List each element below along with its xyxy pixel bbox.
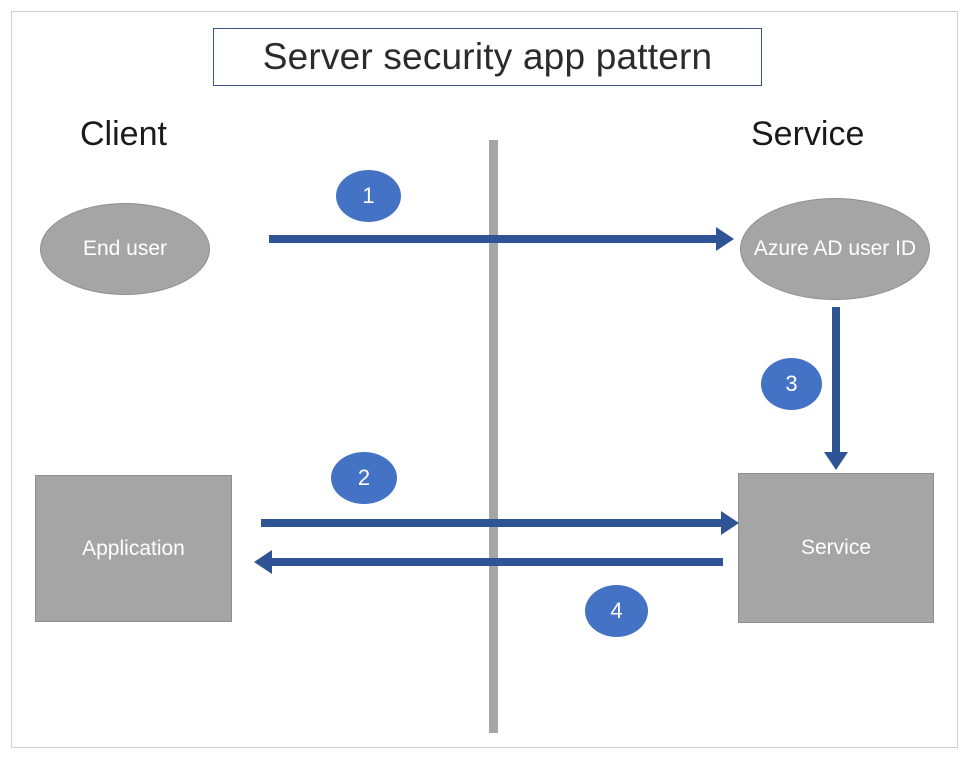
arrow-step-2-right <box>261 511 739 535</box>
arrowhead-right-icon <box>721 511 739 535</box>
arrow-step-3-down <box>824 307 848 470</box>
diagram-title-box: Server security app pattern <box>213 28 762 86</box>
step-badge-2: 2 <box>331 452 397 504</box>
boundary-divider-line <box>489 140 498 733</box>
node-end-user: End user <box>40 203 210 295</box>
node-azure-ad-user-id: Azure AD user ID <box>740 198 930 300</box>
arrowhead-right-icon <box>716 227 734 251</box>
arrowhead-left-icon <box>254 550 272 574</box>
column-heading-client: Client <box>80 115 167 153</box>
node-service: Service <box>738 473 934 623</box>
step-badge-3: 3 <box>761 358 822 410</box>
page-title: Server security app pattern <box>262 36 713 77</box>
arrowhead-down-icon <box>824 452 848 470</box>
step-badge-1: 1 <box>336 170 401 222</box>
arrow-step-4-left <box>254 550 723 574</box>
arrow-step-1-right <box>269 227 734 251</box>
column-heading-service: Service <box>751 115 865 153</box>
step-badge-4: 4 <box>585 585 648 637</box>
page-border <box>11 11 958 748</box>
node-application: Application <box>35 475 232 622</box>
